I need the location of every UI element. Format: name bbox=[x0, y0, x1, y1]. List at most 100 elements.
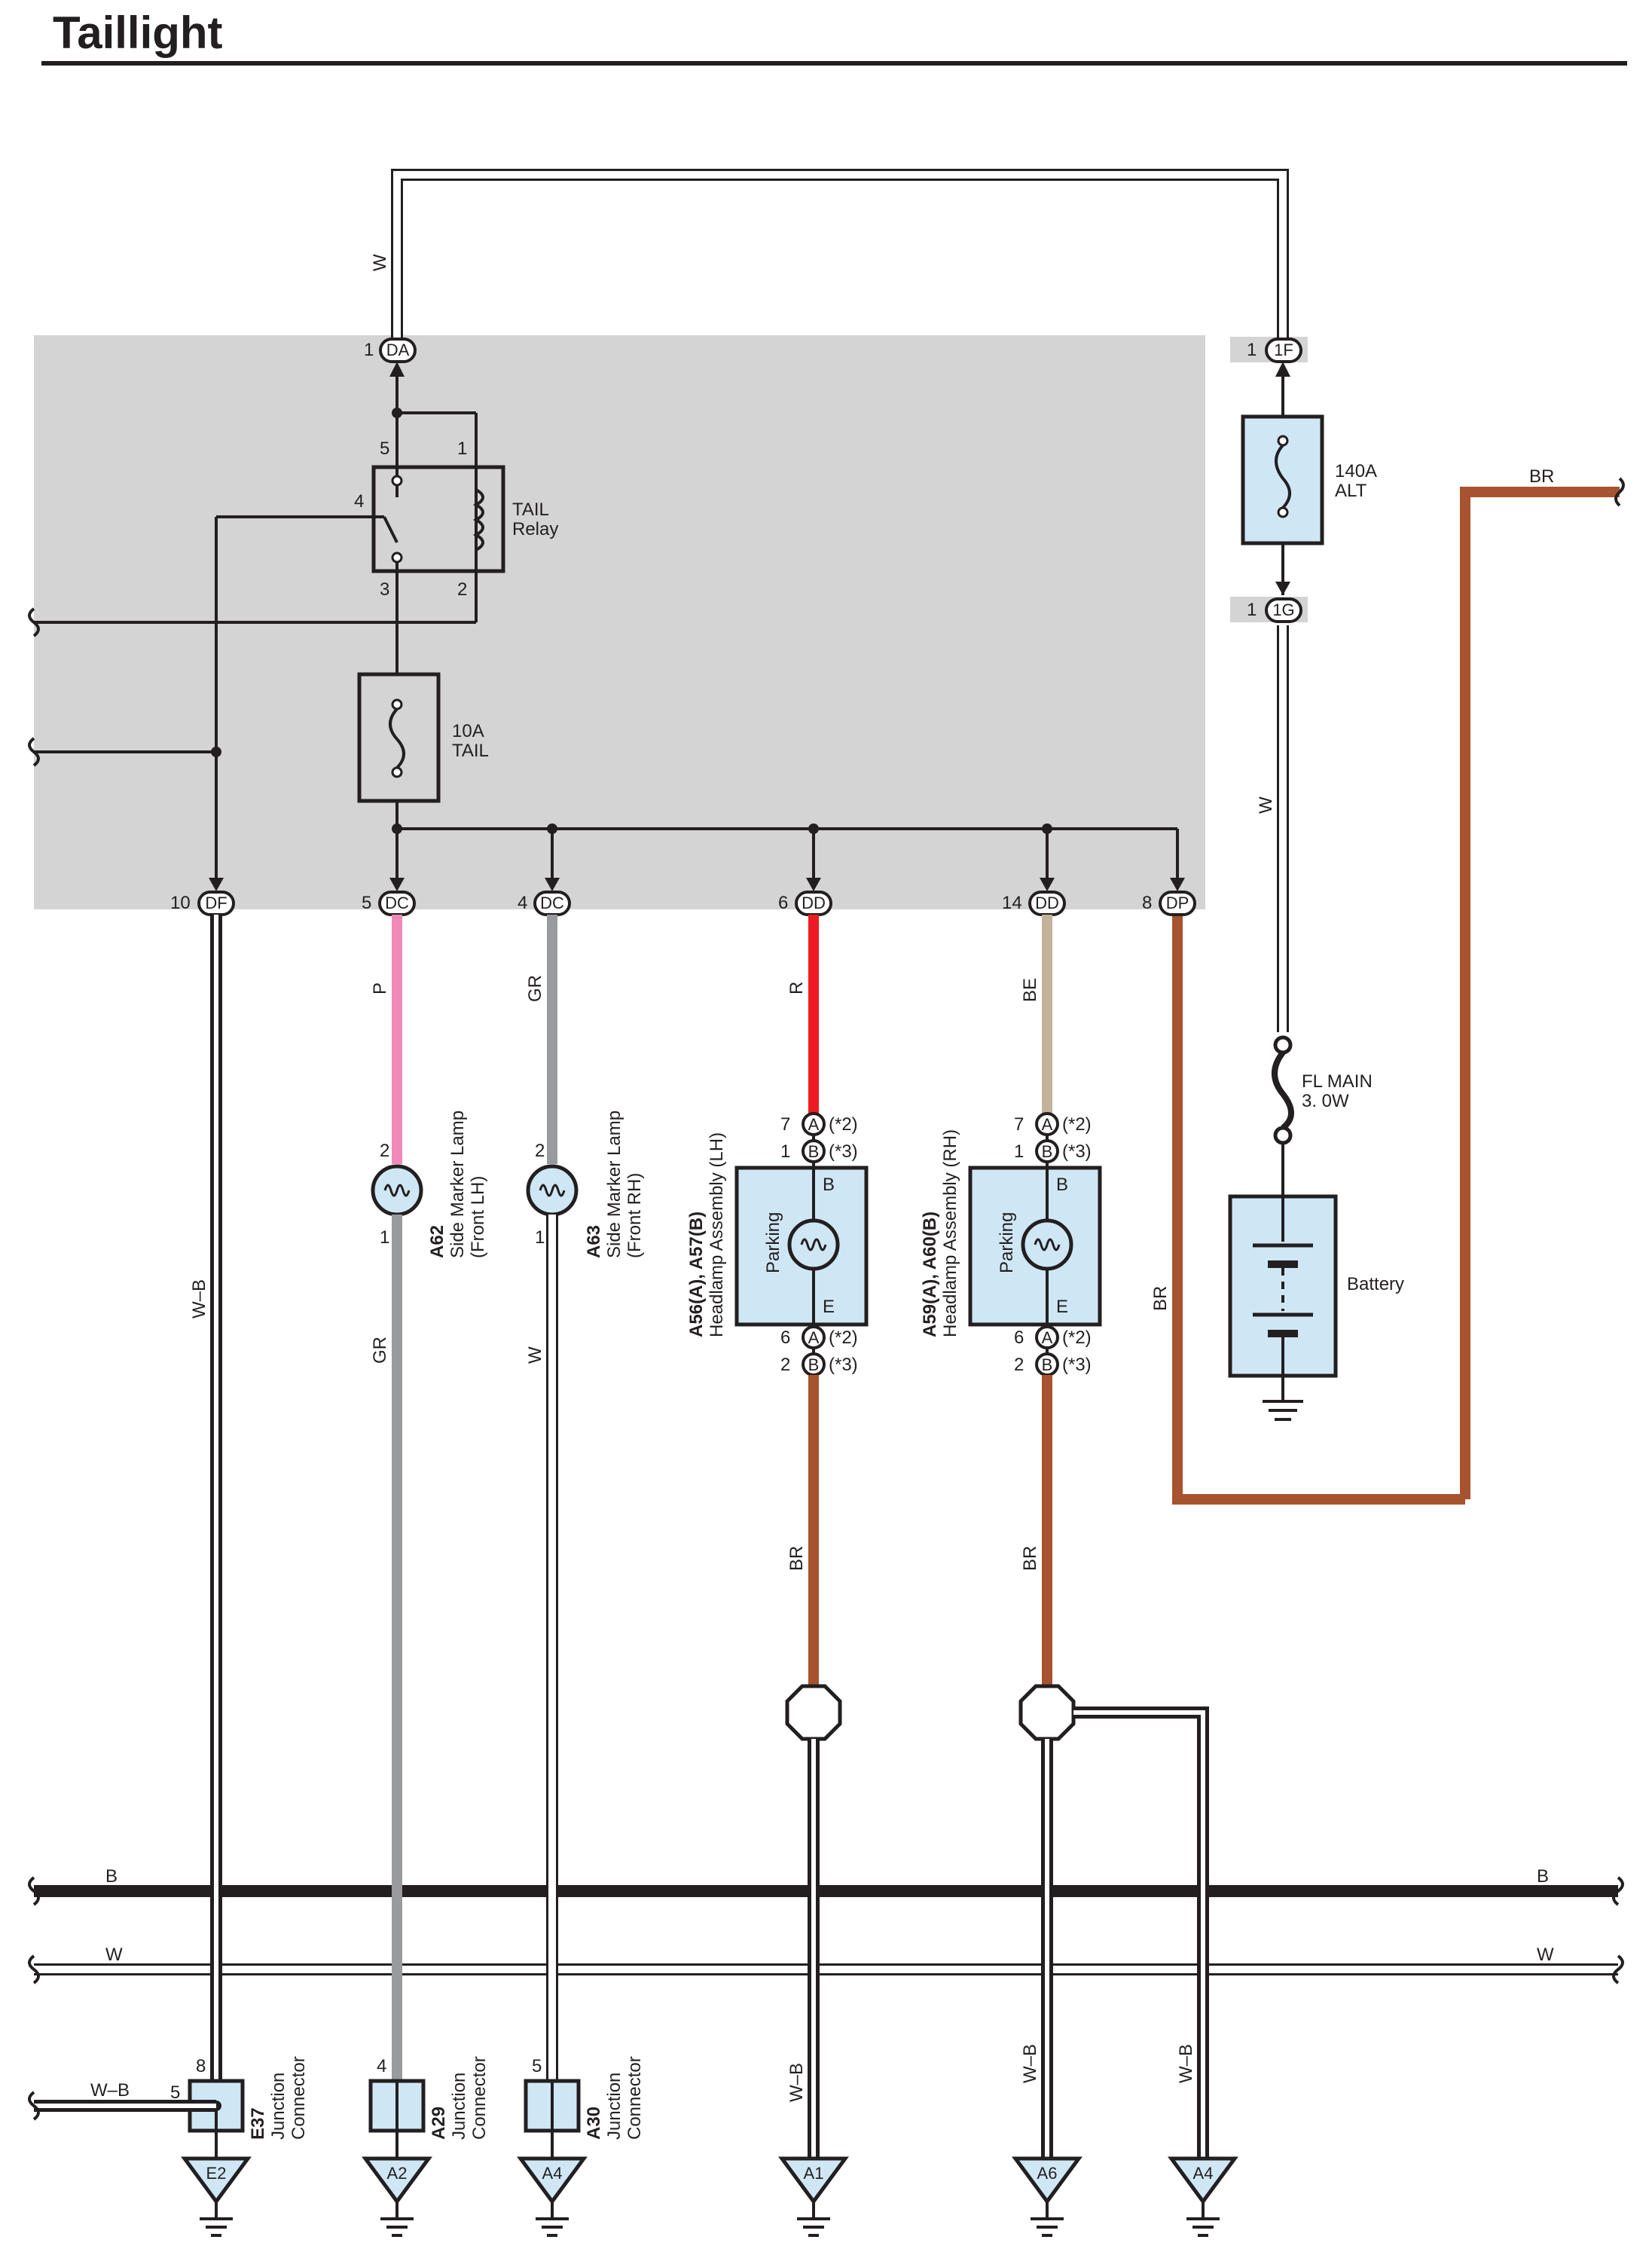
relay-pin4: 4 bbox=[354, 491, 364, 512]
splice-lh bbox=[785, 1684, 842, 1741]
hl-rh-pin3-conn: A bbox=[1042, 1328, 1053, 1347]
a63-line2: (Front RH) bbox=[624, 1173, 645, 1258]
a30-pin-top: 5 bbox=[532, 2056, 542, 2076]
fuse-tail-line2: TAIL bbox=[452, 741, 489, 761]
wire-color-a63-w: W bbox=[525, 1346, 545, 1364]
wire-color-dd1-r: R bbox=[786, 982, 807, 995]
hl-lh-pin3-conn: A bbox=[808, 1328, 820, 1347]
hl-rh-pin4-note: (*3) bbox=[1062, 1355, 1092, 1375]
wire-color-df-wb: W–B bbox=[189, 1279, 209, 1318]
a62-code: A62 bbox=[427, 1225, 447, 1258]
a30-line2: Connector bbox=[624, 2056, 645, 2140]
wire-color-e37-wb: W–B bbox=[90, 2080, 130, 2101]
hl-lh-b: B bbox=[823, 1175, 835, 1195]
tail-relay bbox=[371, 465, 505, 573]
fuse-alt-line1: 140A bbox=[1335, 461, 1377, 481]
connector-dd-2-pin: 14 bbox=[1002, 893, 1022, 913]
wire-top-right-br bbox=[1460, 487, 1620, 1499]
side-marker-lamp-rh bbox=[526, 1164, 579, 1217]
ground-a6 bbox=[1012, 2156, 1083, 2237]
hl-lh-pin3-num: 6 bbox=[780, 1328, 790, 1348]
connector-dc-2: DC bbox=[533, 891, 571, 916]
e37-pin-top: 8 bbox=[196, 2056, 206, 2076]
e37-line2: Connector bbox=[289, 2056, 309, 2140]
a29-pin-top: 4 bbox=[377, 2056, 386, 2076]
wire-color-a62-gr: GR bbox=[370, 1337, 390, 1364]
hl-rh-pin3-num: 6 bbox=[1014, 1328, 1024, 1348]
hl-lh-inner: Parking bbox=[763, 1212, 783, 1273]
hl-lh-pin2-note: (*3) bbox=[829, 1141, 858, 1162]
hl-rh-pin2-conn: B bbox=[1042, 1142, 1053, 1161]
ground-e2-label: E2 bbox=[206, 2164, 227, 2183]
connector-1g-code: 1G bbox=[1272, 600, 1294, 619]
wire-break-left-1 bbox=[28, 607, 40, 637]
hl-rh-name: Headlamp Assembly (RH) bbox=[940, 1129, 960, 1337]
connector-df-pin: 10 bbox=[170, 893, 191, 913]
hl-rh-b: B bbox=[1056, 1175, 1068, 1195]
e37-code: E37 bbox=[248, 2107, 268, 2140]
connector-1f: 1F bbox=[1265, 338, 1302, 363]
a29-line2: Connector bbox=[469, 2056, 490, 2140]
hl-lh-code: A56(A), A57(B) bbox=[686, 1211, 707, 1337]
bus-crossings bbox=[210, 1879, 1209, 1981]
splice-rh bbox=[1018, 1684, 1076, 1741]
hl-lh-e: E bbox=[823, 1297, 835, 1317]
a63-code: A63 bbox=[584, 1225, 604, 1258]
fuse-tail bbox=[357, 672, 441, 803]
relay-label-2: Relay bbox=[512, 519, 558, 539]
connector-df-code: DF bbox=[205, 894, 227, 912]
a30-line1: Junction bbox=[604, 2073, 624, 2140]
hl-lh-pin4-conn: B bbox=[808, 1355, 820, 1374]
relay-pin5: 5 bbox=[380, 438, 389, 459]
hl-lh-pin4-num: 2 bbox=[780, 1355, 790, 1375]
wire-color-dc1-p: P bbox=[370, 982, 390, 995]
ground-a2 bbox=[362, 2156, 432, 2237]
ground-a4-right bbox=[1168, 2156, 1238, 2237]
junction-connector-a29 bbox=[368, 2079, 426, 2133]
hl-rh-e: E bbox=[1056, 1297, 1068, 1317]
hl-rh-pin4-conn: B bbox=[1042, 1355, 1053, 1374]
wire-break-left-2 bbox=[28, 737, 40, 767]
wire-dp-br bbox=[1172, 909, 1465, 1505]
ground-a1-label: A1 bbox=[804, 2164, 824, 2183]
fuse-alt bbox=[1241, 377, 1324, 595]
bus-w-right-label: W bbox=[1537, 1945, 1554, 1965]
relay-pin1: 1 bbox=[457, 438, 467, 459]
a62-pin-bot: 1 bbox=[380, 1227, 389, 1248]
hl-lh-pin1-conn: A bbox=[808, 1115, 820, 1134]
connector-da-pin: 1 bbox=[364, 340, 374, 360]
connector-dc-2-code: DC bbox=[540, 894, 564, 912]
connector-dp-code: DP bbox=[1166, 894, 1189, 912]
hl-rh-pin2-note: (*3) bbox=[1062, 1141, 1092, 1162]
bus-w-left-label: W bbox=[105, 1945, 123, 1965]
wire-color-hl-rh-br: BR bbox=[1020, 1546, 1040, 1571]
connector-dd-2: DD bbox=[1028, 891, 1066, 916]
wire-color-top-w: W bbox=[370, 254, 390, 271]
ground-a2-label: A2 bbox=[387, 2164, 408, 2183]
ground-e2 bbox=[181, 2156, 252, 2237]
wire-color-dd2-be: BE bbox=[1020, 978, 1040, 1002]
battery-label: Battery bbox=[1347, 1274, 1404, 1294]
headlamp-rh bbox=[968, 1112, 1102, 1379]
hl-rh-pin1-conn: A bbox=[1042, 1115, 1053, 1134]
connector-dd-1: DD bbox=[795, 891, 832, 916]
wire-color-dc2-gr: GR bbox=[525, 975, 545, 1002]
hl-lh-pin1-note: (*2) bbox=[829, 1114, 858, 1135]
wire-color-a4b-wb: W–B bbox=[1176, 2044, 1196, 2083]
connector-1g: 1G bbox=[1265, 597, 1302, 623]
e37-pin-left: 5 bbox=[170, 2082, 180, 2103]
hl-rh-pin4-num: 2 bbox=[1014, 1355, 1024, 1375]
hl-rh-inner: Parking bbox=[997, 1212, 1017, 1273]
connector-dc-1-pin: 5 bbox=[362, 893, 371, 913]
connector-dc-1-code: DC bbox=[385, 894, 409, 912]
bus-w bbox=[28, 1954, 1624, 1985]
a63-pin-top: 2 bbox=[535, 1141, 545, 1161]
connector-dc-1: DC bbox=[378, 891, 416, 916]
a63-line1: Side Marker Lamp bbox=[604, 1111, 624, 1258]
page-title: Taillight bbox=[53, 8, 223, 58]
hl-rh-pin1-num: 7 bbox=[1014, 1114, 1024, 1135]
ground-a4-right-label: A4 bbox=[1193, 2164, 1214, 2183]
wire-break-top-right bbox=[1614, 477, 1625, 507]
side-marker-lamp-lh bbox=[371, 1164, 423, 1217]
